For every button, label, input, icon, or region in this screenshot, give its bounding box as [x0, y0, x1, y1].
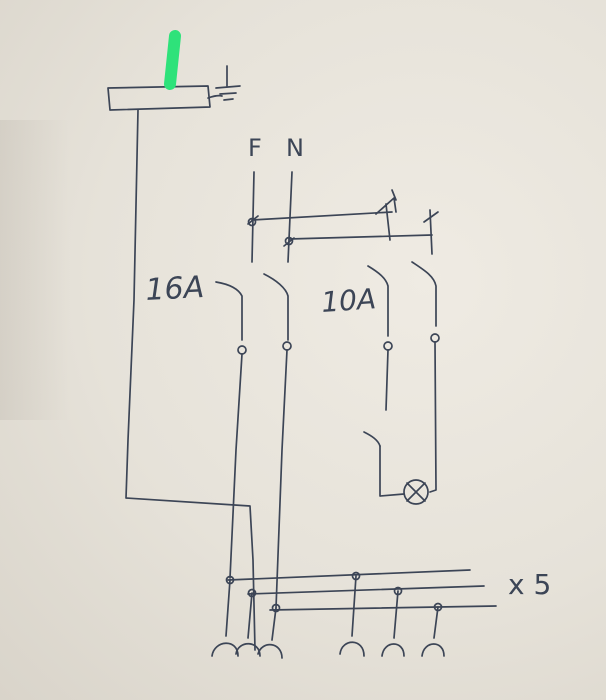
socket-outlets-left — [211, 642, 283, 659]
light-breaker-label: 10A — [320, 282, 377, 319]
ground-symbol-icon — [215, 65, 241, 101]
phase-feed-wire — [229, 353, 243, 579]
light-breaker-10a — [367, 261, 440, 351]
phase-label: F — [248, 134, 262, 162]
earth-wire — [125, 109, 256, 651]
earth-busbar — [107, 85, 223, 111]
lamp-icon — [403, 479, 429, 505]
neutral-label: N — [286, 134, 304, 162]
light-phase-wire — [385, 349, 389, 411]
phase-distribution-bar — [227, 569, 471, 581]
earth-distribution-bar — [269, 605, 497, 611]
neutral-feed-wire — [275, 349, 288, 609]
socket-outlets-right — [339, 641, 445, 657]
main-breaker-16a — [215, 273, 292, 355]
phase-incoming-wire — [251, 171, 255, 263]
phase-branch-wire — [251, 211, 393, 221]
neutral-terminal — [284, 236, 294, 246]
neutral-branch-wire — [288, 234, 433, 240]
light-switch — [363, 431, 381, 447]
neutral-distribution-bar — [247, 585, 485, 595]
multiplier-label: x 5 — [508, 568, 551, 601]
light-neutral-wire — [429, 341, 437, 493]
main-breaker-label: 16A — [145, 270, 205, 308]
green-marker-stroke — [164, 30, 181, 90]
switch-to-lamp-wire — [379, 445, 405, 497]
phase-terminal — [247, 217, 257, 227]
